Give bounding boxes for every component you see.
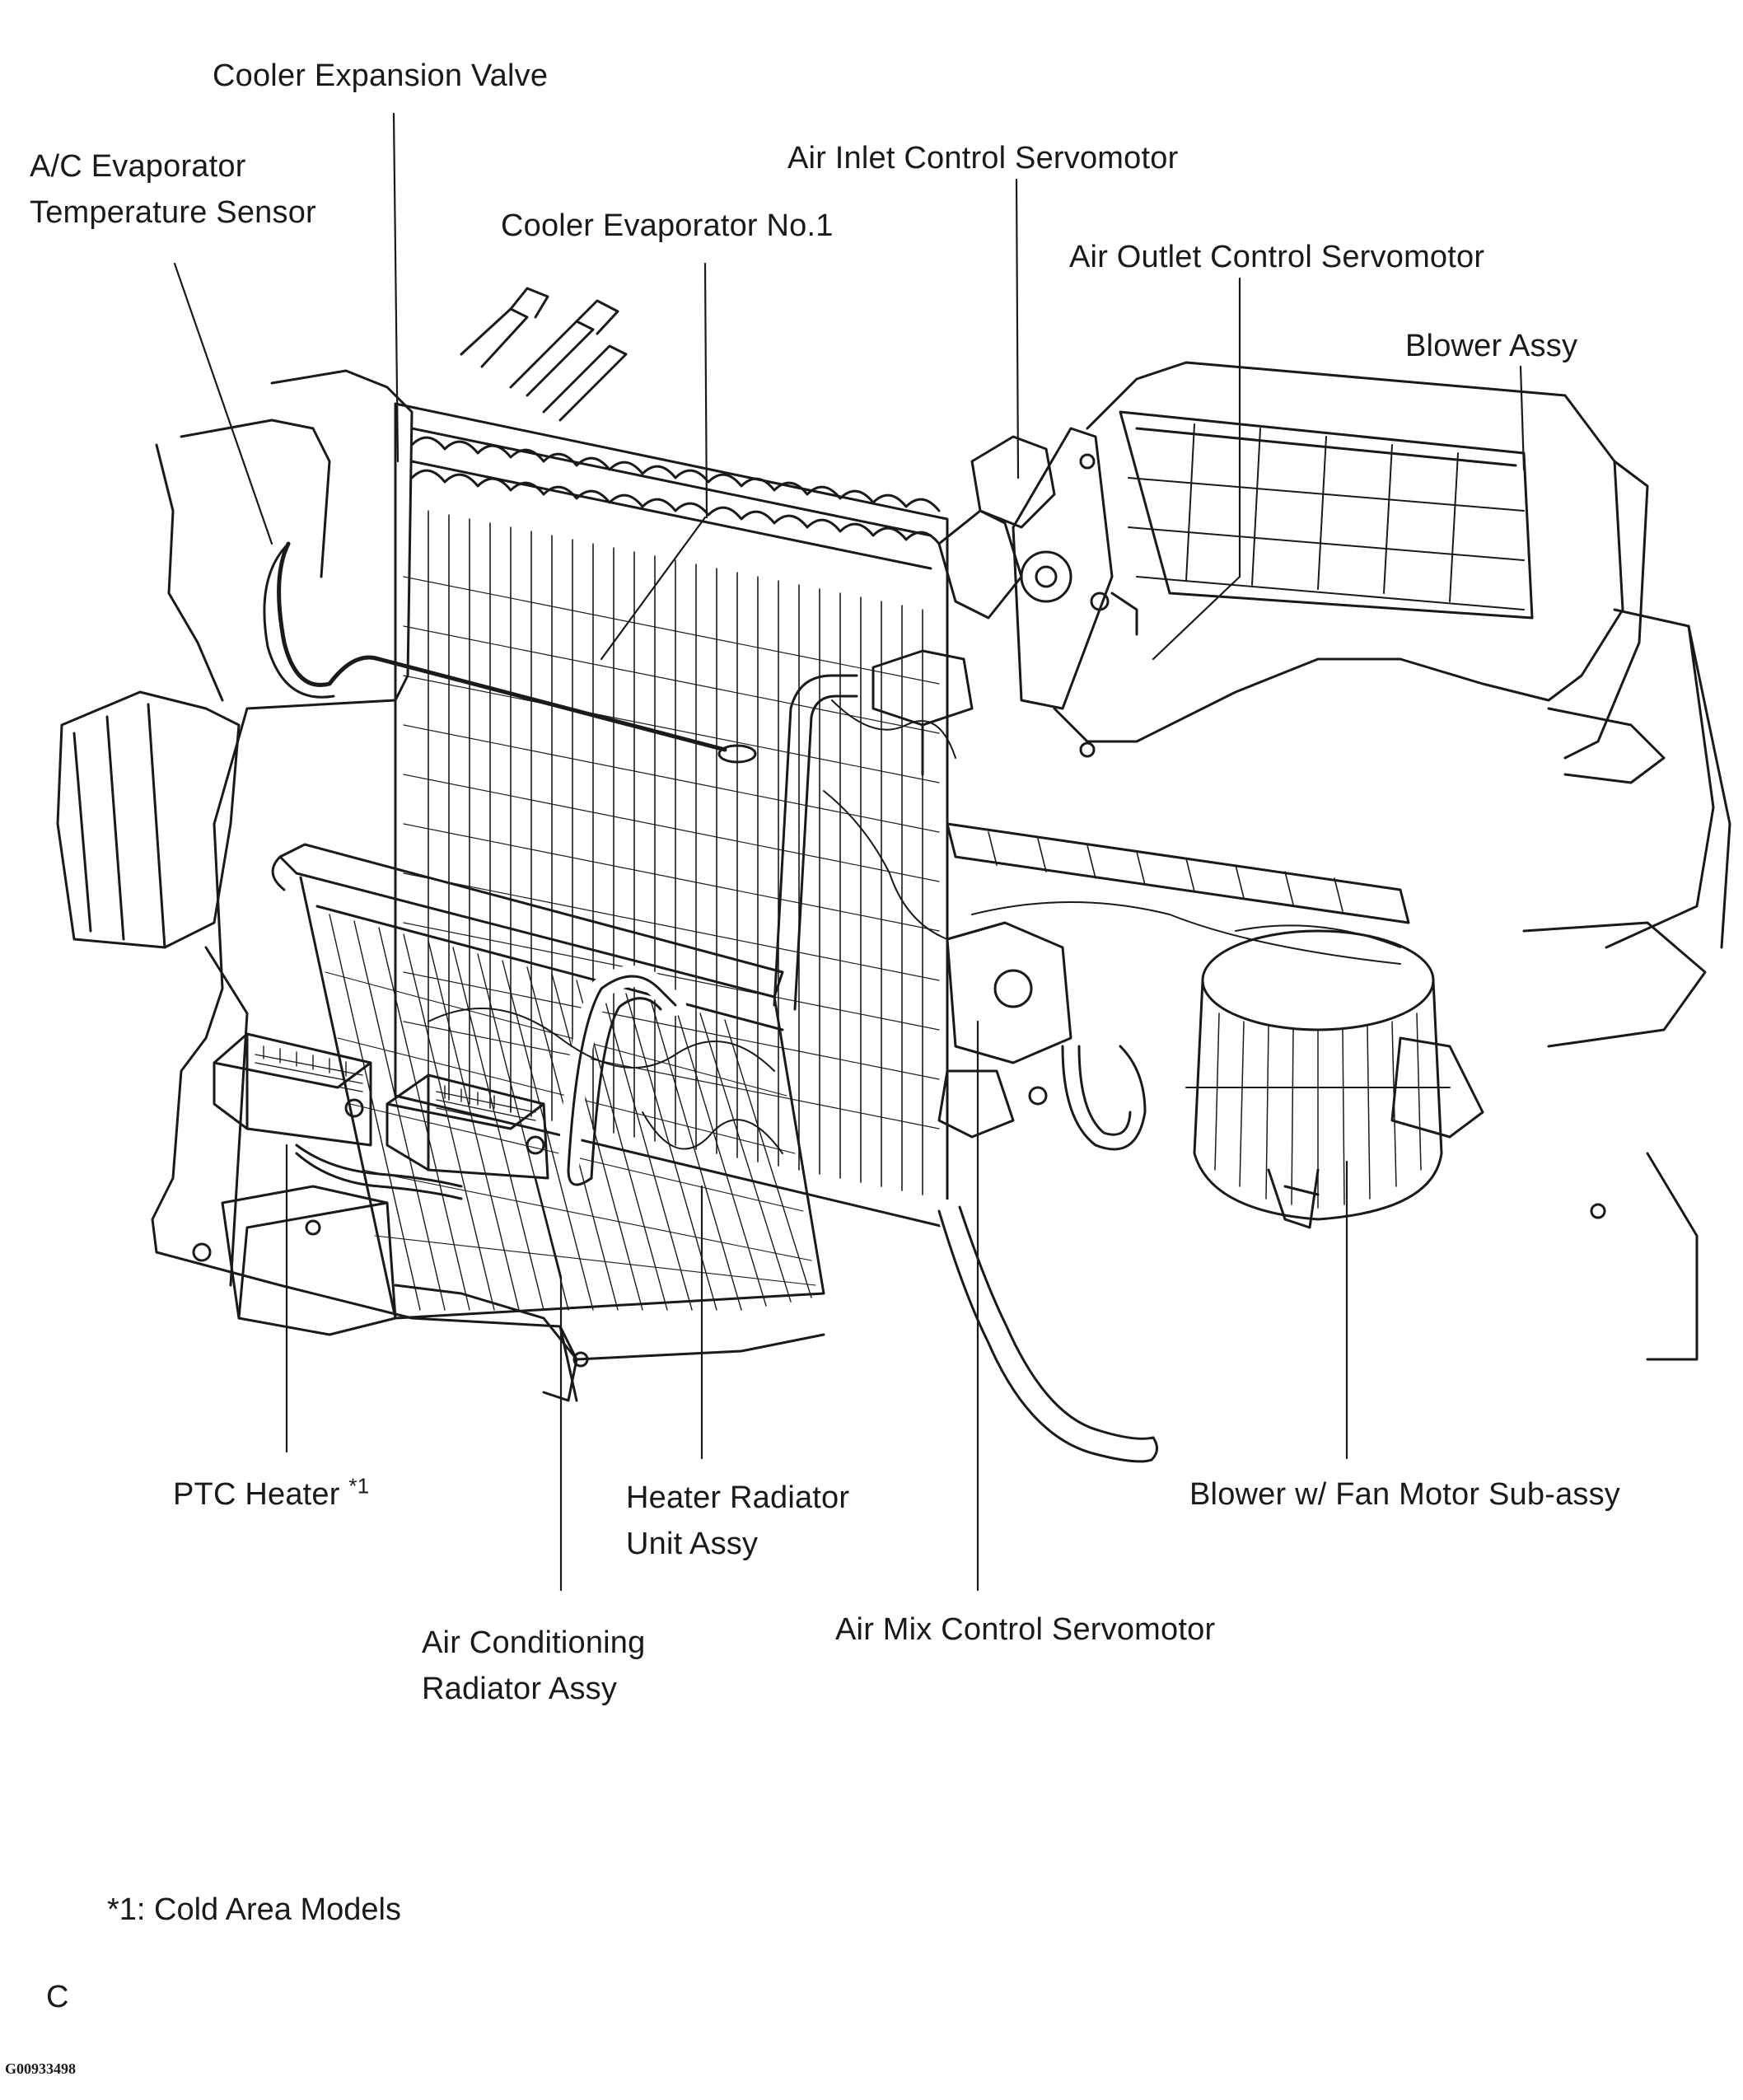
label-air-conditioning-radiator-assy: Air Conditioning Radiator Assy <box>422 1620 645 1712</box>
figure-id: G00933498 <box>5 2060 76 2078</box>
evaporator-core <box>394 402 949 1229</box>
main-housing <box>56 369 825 1402</box>
footnote-cold-area-models: *1: Cold Area Models <box>107 1890 401 1929</box>
ac-radiator-line-2: Radiator Assy <box>422 1672 618 1706</box>
wiring-harness <box>428 699 1401 1154</box>
cooler-expansion-valve-text: Cooler Expansion Valve <box>213 58 549 93</box>
heater-radiator-line-2: Unit Assy <box>626 1527 759 1561</box>
label-blower-assy: Blower Assy <box>1405 323 1577 369</box>
evap-sensor-line-1: A/C Evaporator <box>30 149 246 184</box>
heater-radiator-line-1: Heater Radiator <box>626 1480 850 1515</box>
ptc-heater-units <box>213 1032 549 1200</box>
label-cooler-expansion-valve: Cooler Expansion Valve <box>213 53 548 99</box>
outlet-servomotor <box>872 649 1410 924</box>
section-code-text: C <box>46 1980 69 2014</box>
label-air-outlet-control-servomotor: Air Outlet Control Servomotor <box>1069 234 1484 280</box>
label-air-inlet-control-servomotor: Air Inlet Control Servomotor <box>787 135 1178 181</box>
inlet-servomotor <box>937 427 1138 710</box>
label-cooler-evaporator: Cooler Evaporator No.1 <box>501 203 834 249</box>
air-mix-servomotor <box>937 921 1148 1153</box>
air-outlet-servo-text: Air Outlet Control Servomotor <box>1069 240 1485 274</box>
label-blower-fan-motor-sub-assy: Blower w/ Fan Motor Sub-assy <box>1189 1471 1620 1518</box>
blower-assy-text: Blower Assy <box>1405 329 1578 363</box>
section-code: C <box>46 1977 68 2017</box>
cooler-evaporator-text: Cooler Evaporator No.1 <box>501 208 834 243</box>
drain-hose <box>936 1200 1165 1465</box>
temperature-sensor <box>263 541 757 764</box>
label-air-mix-control-servomotor: Air Mix Control Servomotor <box>835 1607 1215 1653</box>
blower-housing <box>1053 361 1731 1361</box>
blower-fan-motor <box>1185 929 1451 1229</box>
evap-sensor-line-2: Temperature Sensor <box>30 195 316 230</box>
air-inlet-servo-text: Air Inlet Control Servomotor <box>787 141 1179 175</box>
refrigerant-pipes <box>460 287 628 422</box>
air-mix-servo-text: Air Mix Control Servomotor <box>835 1612 1216 1647</box>
leader-lines <box>173 112 1526 1592</box>
ac-radiator-line-1: Air Conditioning <box>422 1625 646 1660</box>
ptc-heater-footnote-mark: *1 <box>348 1473 370 1499</box>
ptc-heater-text: PTC Heater <box>173 1477 340 1512</box>
figure-id-text: G00933498 <box>5 2060 77 2077</box>
label-heater-radiator-unit-assy: Heater Radiator Unit Assy <box>626 1475 849 1567</box>
blower-fan-motor-text: Blower w/ Fan Motor Sub-assy <box>1189 1477 1620 1512</box>
heater-hose <box>558 674 858 1186</box>
label-ac-evaporator-temperature-sensor: A/C Evaporator Temperature Sensor <box>30 143 316 236</box>
footnote-text: *1: Cold Area Models <box>107 1892 401 1927</box>
heater-radiator <box>271 843 825 1320</box>
label-ptc-heater: PTC Heater *1 <box>173 1471 369 1518</box>
